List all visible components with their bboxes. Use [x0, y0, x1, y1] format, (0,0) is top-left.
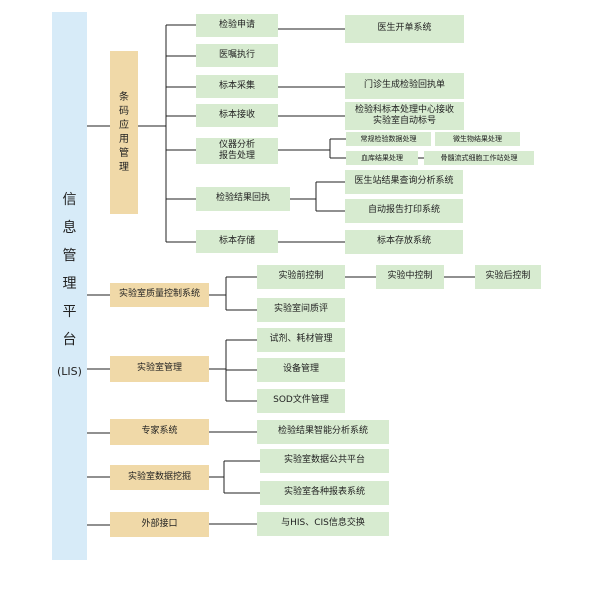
barcode-char-3: 应 [119, 119, 129, 131]
detail-center-receive: 检验科标本处理中心接收 实验室自动标号 [345, 102, 464, 130]
category-external-interface: 外部接口 [110, 512, 209, 537]
expert-analysis: 检验结果智能分析系统 [257, 420, 389, 444]
detail-blood-bank: 血库结果处理 [346, 151, 418, 165]
item-receiving: 标本接收 [196, 104, 278, 127]
lab-equipment: 设备管理 [257, 358, 345, 382]
root-char-1: 信 [62, 192, 77, 208]
qc-inter: 实验室间质评 [257, 298, 345, 322]
detail-doctor-query: 医生站结果查询分析系统 [345, 170, 463, 194]
root-abbr: (LIS) [57, 365, 82, 378]
root-char-5: 平 [62, 304, 77, 320]
barcode-char-2: 码 [119, 105, 129, 117]
item-storage: 标本存储 [196, 230, 278, 253]
barcode-char-1: 条 [119, 91, 129, 103]
external-exchange: 与HIS、CIS信息交换 [257, 512, 389, 536]
detail-doctor-order: 医生开单系统 [345, 15, 464, 43]
qc-mid: 实验中控制 [376, 265, 444, 289]
item-sampling: 标本采集 [196, 75, 278, 98]
item-instrument-analysis: 仪器分析 报告处理 [196, 138, 278, 164]
item-result-return: 检验结果回执 [196, 187, 290, 211]
item-request: 检验申请 [196, 14, 278, 37]
detail-routine: 常规检验数据处理 [346, 132, 431, 146]
category-lab-management: 实验室管理 [110, 356, 209, 382]
detail-microbio: 微生物结果处理 [435, 132, 520, 146]
root-char-4: 理 [62, 276, 77, 292]
instrument-line-2: 报告处理 [218, 151, 255, 161]
root-char-2: 息 [62, 220, 77, 236]
root-char-3: 管 [62, 248, 77, 264]
lab-reagents: 试剂、耗材管理 [257, 328, 345, 352]
category-barcode: 条 码 应 用 管 理 [110, 51, 138, 214]
root-char-6: 台 [62, 332, 77, 348]
root-lis-platform: 信 息 管 理 平 台 (LIS) [52, 12, 87, 560]
detail-storage-system: 标本存放系统 [345, 230, 463, 254]
category-data-mining: 实验室数据挖掘 [110, 465, 209, 490]
instrument-line-1: 仪器分析 [218, 139, 255, 150]
center-receive-line-2: 实验室自动标号 [372, 116, 436, 126]
item-orders: 医嘱执行 [196, 44, 278, 67]
category-expert-system: 专家系统 [110, 419, 209, 445]
data-platform: 实验室数据公共平台 [260, 449, 389, 473]
qc-pre: 实验前控制 [257, 265, 345, 289]
barcode-char-4: 用 [119, 133, 129, 145]
category-qc: 实验室质量控制系统 [110, 283, 209, 307]
barcode-char-5: 管 [119, 147, 129, 159]
detail-bone-marrow: 骨髓流式细胞工作站处理 [424, 151, 534, 165]
detail-auto-print: 自动报告打印系统 [345, 199, 463, 223]
lab-sod: SOD文件管理 [257, 389, 345, 413]
center-receive-line-1: 检验科标本处理中心接收 [354, 104, 454, 115]
barcode-char-6: 理 [119, 161, 129, 173]
detail-outpatient-receipt: 门诊生成检验回执单 [345, 73, 464, 99]
data-reports: 实验室各种报表系统 [260, 481, 389, 505]
qc-post: 实验后控制 [475, 265, 541, 289]
